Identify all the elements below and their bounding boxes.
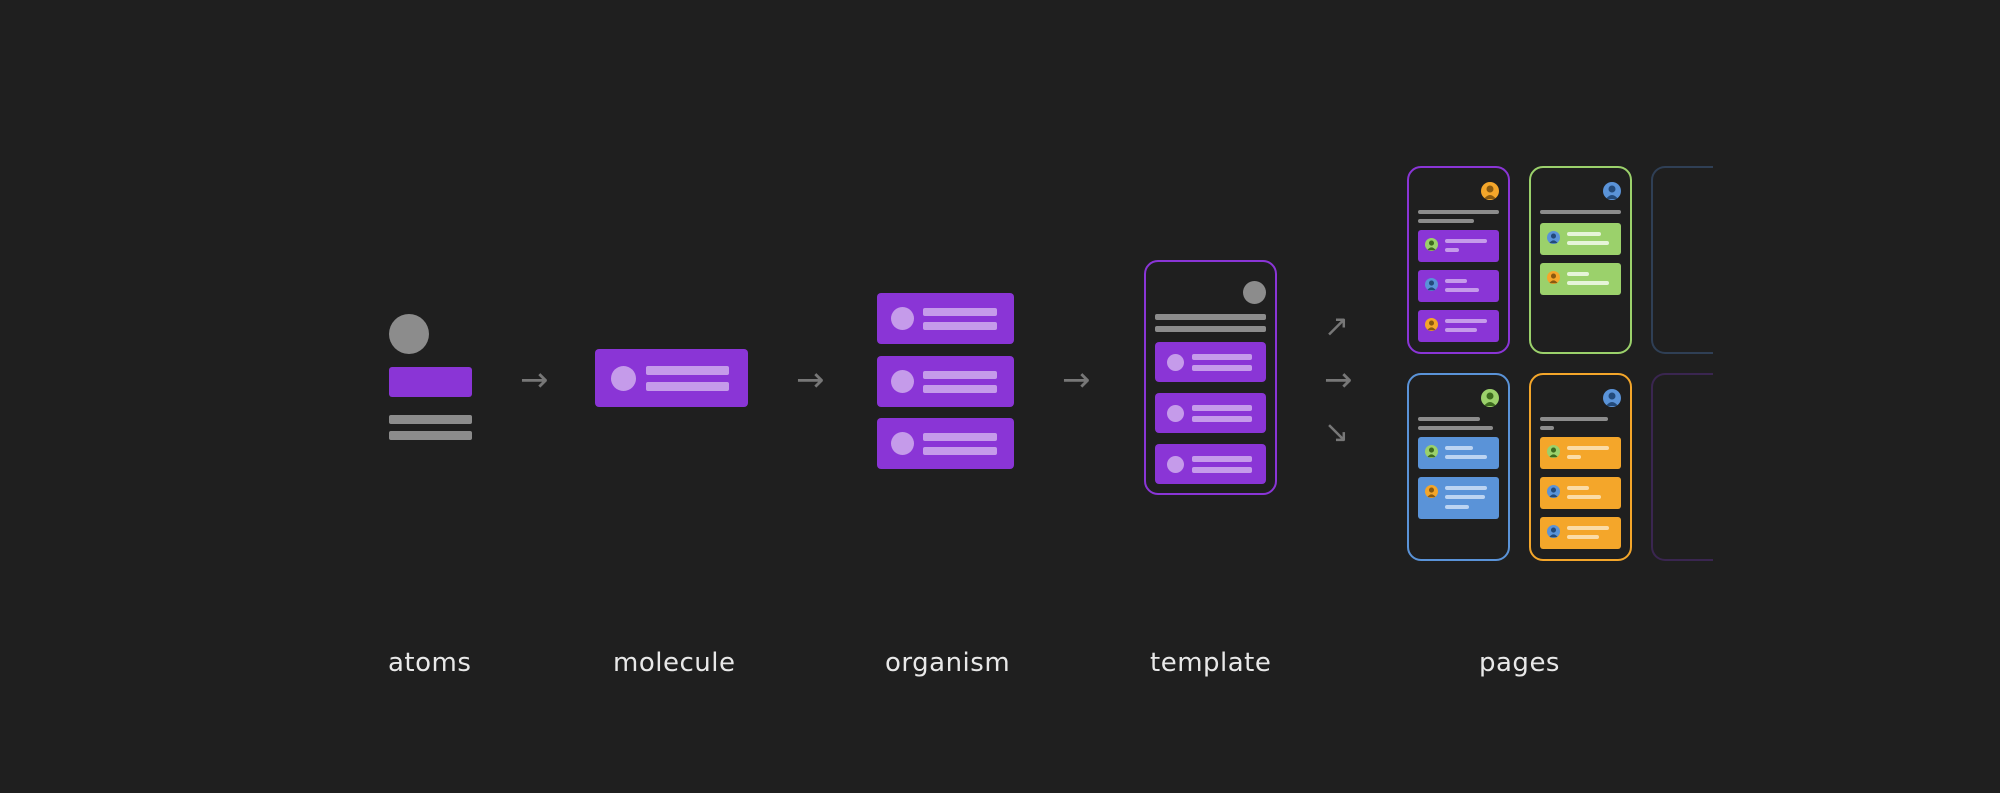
page-phone-faded: [1651, 373, 1713, 561]
right-arrow-icon: →: [520, 360, 549, 400]
molecule-card: [595, 349, 748, 407]
up-right-arrow-icon: ↗: [1324, 309, 1350, 344]
atom-button: [389, 367, 472, 397]
stage-label-template: template: [1150, 648, 1272, 678]
user-avatar-icon: [1603, 182, 1621, 200]
page-phone-blue: [1407, 373, 1510, 561]
atom-text-line: [389, 431, 472, 440]
stage-label-molecule: molecule: [613, 648, 736, 678]
organism-card: [877, 356, 1014, 407]
atom-circle: [389, 314, 429, 354]
molecule-text-line: [646, 366, 729, 375]
page-phone-green: [1529, 166, 1632, 354]
user-avatar-icon: [1481, 182, 1499, 200]
page-phone-orange: [1529, 373, 1632, 561]
stage-label-organism: organism: [885, 648, 1011, 678]
right-arrow-icon: →: [796, 360, 825, 400]
stage-label-pages: pages: [1479, 648, 1560, 678]
user-avatar-icon: [1603, 389, 1621, 407]
right-arrow-icon: →: [1062, 360, 1091, 400]
template-avatar: [1243, 281, 1266, 304]
molecule-avatar: [611, 366, 636, 391]
molecule-text-line: [646, 382, 729, 391]
page-phone-faded: [1651, 166, 1713, 354]
organism-card: [877, 293, 1014, 344]
template-phone: [1144, 260, 1277, 495]
user-avatar-icon: [1481, 389, 1499, 407]
right-arrow-icon: →: [1324, 360, 1353, 400]
page-phone-purple: [1407, 166, 1510, 354]
organism-card: [877, 418, 1014, 469]
stage-label-atoms: atoms: [388, 648, 472, 678]
down-right-arrow-icon: ↘: [1324, 415, 1350, 450]
atom-text-line: [389, 415, 472, 424]
